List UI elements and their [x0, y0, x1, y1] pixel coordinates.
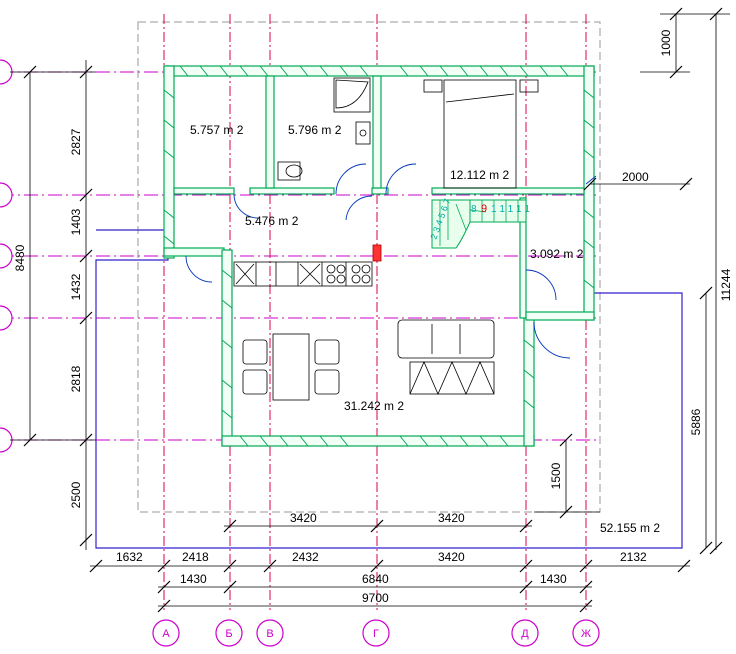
dim-bottom1-4: 3420 — [438, 550, 465, 564]
dim-bottom2-2: 6840 — [362, 572, 389, 586]
dim-top-right: 1000 — [659, 29, 673, 56]
dim-bottom2-3: 1430 — [540, 572, 567, 586]
stair-numbers-right: 1 1 1 1 1 — [491, 204, 530, 215]
room-label-living: 31.242 m 2 — [344, 399, 404, 413]
room-label-2: 5.796 m 2 — [288, 123, 342, 137]
dim-left-5: 2500 — [69, 481, 83, 508]
dim-bottom1-1: 1632 — [116, 550, 143, 564]
walls — [163, 65, 595, 447]
dim-left-3: 1432 — [69, 273, 83, 300]
stair-number-9: 9 — [481, 203, 487, 215]
doors — [185, 163, 597, 359]
dim-bottom1-3: 2432 — [292, 550, 319, 564]
dim-inner-1: 3420 — [290, 511, 317, 525]
outer-contour — [137, 21, 601, 513]
right-dimensions: 11244 1000 5886 2000 1500 — [534, 7, 733, 555]
axis-label-b: Б — [225, 628, 232, 640]
axis-label-zh: Ж — [581, 628, 591, 640]
dim-right-segment: 5886 — [689, 408, 703, 435]
dim-bottom2-1: 1430 — [180, 572, 207, 586]
dim-inner-2: 3420 — [438, 511, 465, 525]
room-label-bedroom: 12.112 m 2 — [450, 168, 509, 182]
axis-label-v: В — [266, 628, 273, 640]
bottom-axis-markers: А Б В Г Д Ж — [152, 619, 600, 647]
left-axis-markers — [0, 59, 13, 453]
axis-label-g: Г — [373, 628, 379, 640]
dim-left-4: 2818 — [69, 365, 83, 392]
left-dimensions: 2827 1403 1432 2818 2500 8480 — [10, 60, 96, 550]
dim-left-1: 2827 — [69, 128, 83, 155]
dim-right-total: 11244 — [719, 268, 733, 301]
dim-left-total: 8480 — [13, 244, 27, 271]
stair-number-8: 8 — [471, 204, 477, 215]
axis-label-d: Д — [521, 628, 529, 640]
room-label-hall: 5.476 m 2 — [245, 214, 299, 228]
dim-bottom1-5: 2132 — [620, 550, 647, 564]
room-label-site: 52.155 m 2 — [600, 521, 660, 535]
dim-right-step: 2000 — [622, 170, 649, 184]
dim-bottom1-2: 2418 — [182, 550, 209, 564]
dim-porch-height: 1500 — [549, 462, 563, 489]
bottom-dimensions: 1632 2418 2432 3420 2132 1430 6840 1430 … — [89, 550, 691, 613]
dim-bottom-total: 9700 — [362, 591, 389, 605]
staircase: 2 3 4 5 6 7 8 9 1 1 1 1 1 — [428, 197, 530, 249]
furniture — [233, 77, 539, 401]
dim-left-2: 1403 — [69, 208, 83, 235]
inner-bottom-dimensions: 3420 3420 — [223, 511, 533, 533]
axis-label-a: А — [162, 628, 170, 640]
room-label-1: 5.757 m 2 — [190, 123, 244, 137]
room-label-stair: 3.092 m 2 — [530, 247, 584, 261]
